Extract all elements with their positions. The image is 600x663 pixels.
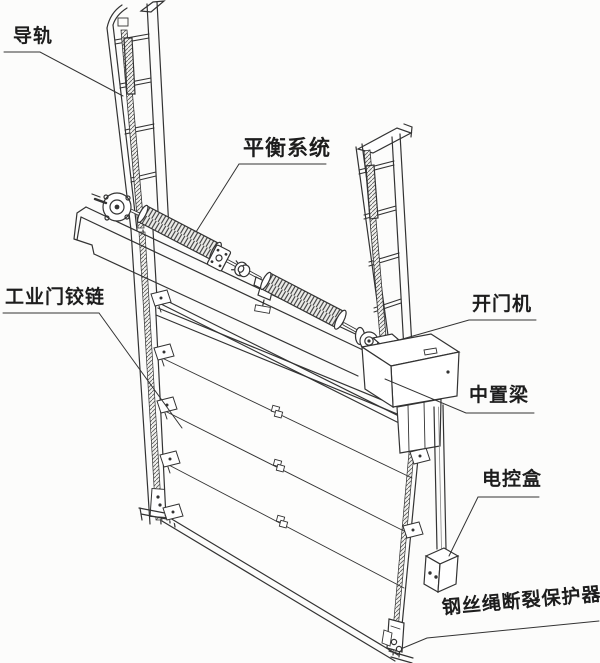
label-industrial-door-hinge: 工业门铰链 [5,287,106,308]
shaft-coupler [230,260,251,278]
electric-control-box [423,547,460,593]
label-electric-control-box: 电控盒 [482,469,543,490]
spring-anchor-plate [206,244,232,272]
door-panel [154,294,428,662]
door-hinges-left [150,289,184,521]
label-door-operator: 开门机 [472,294,533,315]
door-operator-box [360,333,461,454]
callout-leader-lines [2,51,600,649]
left-bearing-bracket [91,192,132,222]
torsion-shaft [126,207,392,351]
label-center-beam: 中置梁 [469,385,530,406]
left-guide-rail-mast [106,0,170,231]
label-guide-rail: 导轨 [13,26,54,47]
operator-chain [433,404,447,550]
panel-seam-clips [270,404,289,529]
torsion-spring-right [260,271,347,330]
label-balance-system: 平衡系统 [243,136,331,160]
wire-rope-break-protector [381,618,414,663]
right-guide-rail-mast [355,123,413,353]
torsion-spring-left [137,204,222,262]
